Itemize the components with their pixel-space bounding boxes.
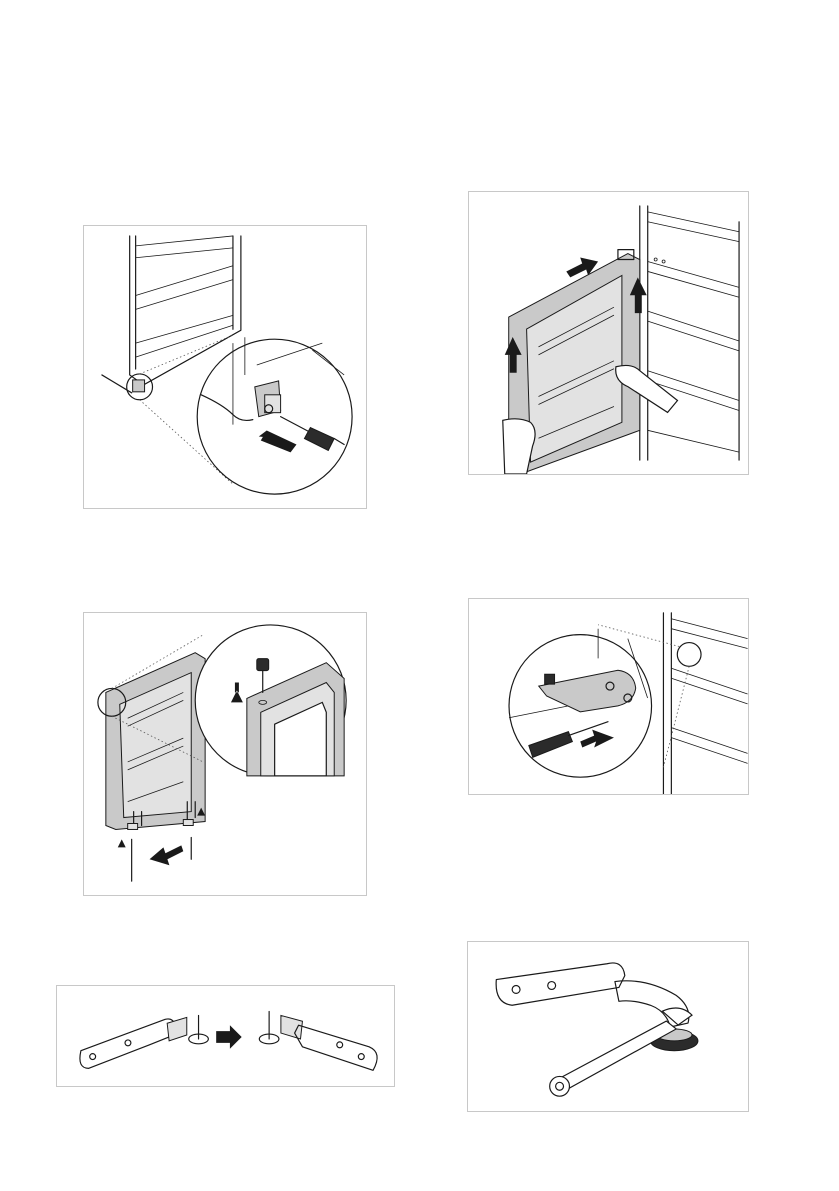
upper-hinge-zoom — [509, 629, 652, 777]
lift-door-drawing — [469, 192, 748, 474]
illustration-reverse-hinge-pin — [56, 985, 395, 1087]
out-arrow-icon — [150, 845, 184, 865]
hinge-bracket-icon — [496, 963, 698, 1051]
adjust-foot-drawing — [468, 942, 748, 1111]
illustration-remove-lower-hinge-cover — [83, 225, 367, 509]
right-arrow-icon — [216, 1025, 241, 1049]
refrigerator-door-icon — [106, 653, 205, 830]
refrigerator-cabinet-icon — [640, 206, 739, 460]
illustration-fit-upper-hinge — [468, 598, 749, 795]
wrench-icon — [550, 1008, 692, 1096]
reverse-pin-drawing — [57, 986, 394, 1086]
refrigerator-cabinet-icon — [663, 613, 747, 794]
door-top-zoom — [195, 625, 346, 776]
upper-hinge-drawing — [469, 599, 748, 794]
illustration-adjust-hinge-foot — [467, 941, 749, 1112]
illustration-transfer-door-parts — [83, 612, 367, 896]
illustration-lift-door-off — [468, 191, 749, 475]
hinge-bracket-icon — [259, 1011, 377, 1070]
hinge-bracket-icon — [80, 1015, 208, 1068]
up-arrow-icon — [118, 839, 126, 847]
hinge-cover-zoom — [197, 337, 352, 494]
remove-hinge-cover-drawing — [84, 226, 366, 508]
door-parts-drawing — [84, 613, 366, 895]
